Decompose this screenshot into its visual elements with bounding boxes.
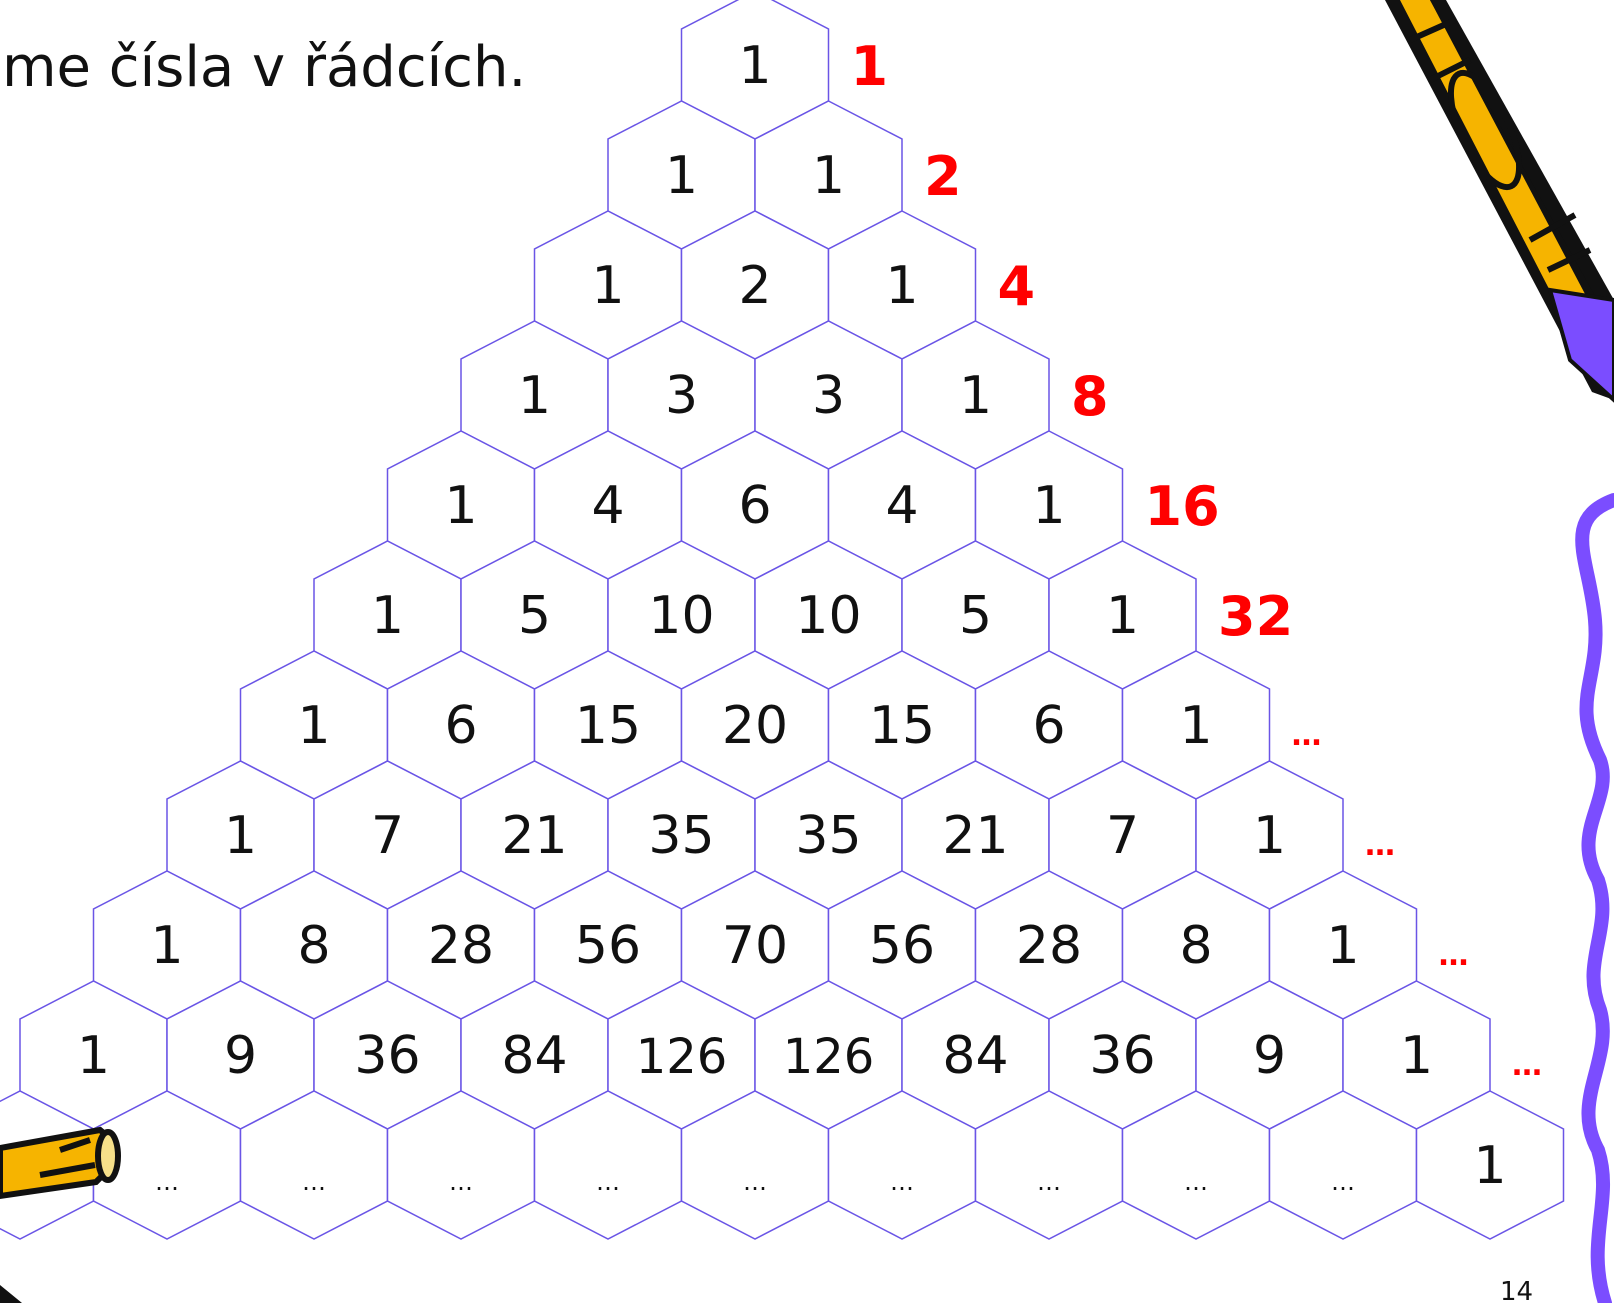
hex-value: 56: [575, 916, 641, 976]
hex-value: 84: [501, 1026, 567, 1086]
hex-value: 8: [1179, 916, 1212, 976]
hex-value: …: [596, 1168, 620, 1196]
hex-value: 126: [636, 1029, 728, 1085]
hex-value: 6: [738, 476, 771, 536]
squiggle-icon: [1582, 500, 1614, 1303]
hex-value: 21: [942, 806, 1008, 866]
hex-value: 15: [575, 696, 641, 756]
hex-value: 10: [648, 586, 714, 646]
hex-value: 1: [1032, 476, 1065, 536]
hex-value: 1: [665, 146, 698, 206]
hex-value: 15: [869, 696, 935, 756]
hex-value: 21: [501, 806, 567, 866]
hex-value: 1: [1106, 586, 1139, 646]
hex-value: 28: [428, 916, 494, 976]
hex-value: 35: [795, 806, 861, 866]
hex-value: …: [155, 1168, 179, 1196]
row-sum: 32: [1218, 585, 1293, 648]
hex-value: 1: [812, 146, 845, 206]
hex-value: 1: [518, 366, 551, 426]
hex-value: …: [302, 1168, 326, 1196]
hex-value: 1: [371, 586, 404, 646]
hex-value: 9: [1253, 1026, 1286, 1086]
hex-value: 1: [150, 916, 183, 976]
hex-value: 6: [444, 696, 477, 756]
hex-value: 1: [1326, 916, 1359, 976]
hex-value: 1: [885, 256, 918, 316]
hex-value: 1: [444, 476, 477, 536]
hex-value: 70: [722, 916, 788, 976]
hex-value: 5: [959, 586, 992, 646]
hex-value: …: [1184, 1168, 1208, 1196]
row-sum: …: [1512, 1048, 1542, 1083]
slide-title: me čísla v řádcích.: [2, 35, 526, 100]
hex-value: …: [743, 1168, 767, 1196]
hex-value: 56: [869, 916, 935, 976]
row-sum: 4: [998, 255, 1036, 318]
hex-value: 28: [1016, 916, 1082, 976]
row-sum: …: [1365, 828, 1395, 863]
hex-value: 1: [1179, 696, 1212, 756]
hex-value: 20: [722, 696, 788, 756]
hex-value: 126: [783, 1029, 875, 1085]
hex-value: 9: [224, 1026, 257, 1086]
hex-value: 10: [795, 586, 861, 646]
hex-value: 3: [665, 366, 698, 426]
page-number: 14: [1500, 1277, 1533, 1303]
hex-value: 7: [1106, 806, 1139, 866]
hex-value: 1: [297, 696, 330, 756]
row-sum: 16: [1145, 475, 1220, 538]
hex-value: 8: [297, 916, 330, 976]
hex-value: 1: [1473, 1136, 1506, 1196]
hex-value: 6: [1032, 696, 1065, 756]
row-sum: 1: [851, 35, 889, 98]
hex-value: 84: [942, 1026, 1008, 1086]
hex-value: …: [1331, 1168, 1355, 1196]
hex-value: …: [1037, 1168, 1061, 1196]
row-sum: 2: [924, 145, 962, 208]
hex-value: 1: [1400, 1026, 1433, 1086]
hex-value: 1: [1253, 806, 1286, 866]
hex-value: 1: [959, 366, 992, 426]
row-sum: …: [1292, 718, 1322, 753]
hex-value: 2: [738, 256, 771, 316]
hex-value: 4: [885, 476, 918, 536]
row-sum: 8: [1071, 365, 1109, 428]
hex-value: 4: [591, 476, 624, 536]
pencil-icon: [1385, 0, 1614, 400]
hex-value: …: [890, 1168, 914, 1196]
hex-value: …: [449, 1168, 473, 1196]
hex-value: 1: [591, 256, 624, 316]
row-sum: …: [1439, 938, 1469, 973]
hex-value: 35: [648, 806, 714, 866]
hex-value: 36: [1089, 1026, 1155, 1086]
hex-value: 7: [371, 806, 404, 866]
hex-value: 3: [812, 366, 845, 426]
hex-value: 1: [77, 1026, 110, 1086]
hex-value: 36: [354, 1026, 420, 1086]
hex-value: 1: [738, 36, 771, 96]
hex-value: 1: [224, 806, 257, 866]
hex-value: 5: [518, 586, 551, 646]
